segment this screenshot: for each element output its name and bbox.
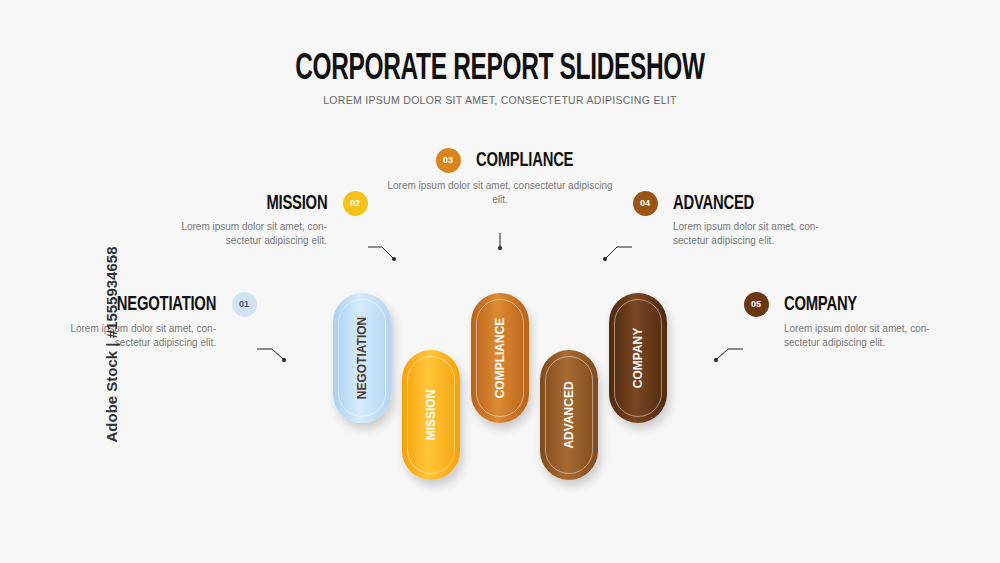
callout-heading: MISSION [266, 191, 327, 214]
leader-line [606, 247, 632, 258]
callout-body: Lorem ipsum dolor sit amet, con- sectetu… [157, 220, 327, 248]
leader-line [368, 247, 393, 258]
callout-number-text: 02 [350, 198, 360, 208]
leader-line [257, 349, 283, 359]
slide-title: CORPORATE REPORT SLIDESHOW [160, 46, 840, 88]
leader-dot [498, 246, 502, 250]
callout-body: Lorem ipsum dolor sit amet, con- sectetu… [784, 322, 954, 350]
callout-heading: NEGOTIATION [117, 292, 216, 315]
leader-dot [392, 257, 396, 261]
callout-number: 05 [744, 292, 769, 317]
callout-heading: COMPLIANCE [476, 148, 573, 171]
capsule-label: NEGOTIATION [355, 317, 369, 399]
watermark: Adobe Stock | #1555934658 [103, 247, 120, 443]
leader-line [717, 349, 743, 359]
callout-number: 02 [343, 191, 368, 216]
slide-subtitle: LOREM IPSUM DOLOR SIT AMET, CONSECTETUR … [0, 94, 1000, 106]
callout-number-text: 04 [640, 198, 650, 208]
callout-body: Lorem ipsum dolor sit amet, con- sectetu… [46, 322, 216, 350]
leader-dot [714, 358, 718, 362]
capsule: MISSION [402, 350, 460, 480]
leader-dot [282, 358, 286, 362]
callout-heading: COMPANY [784, 292, 857, 315]
capsule: NEGOTIATION [333, 293, 391, 423]
capsule-label: COMPANY [631, 328, 645, 388]
callout-number-text: 05 [751, 299, 761, 309]
capsule: COMPANY [609, 293, 667, 423]
callout-body: Lorem ipsum dolor sit amet, con- sectetu… [673, 220, 843, 248]
leader-dot [603, 257, 607, 261]
capsule: ADVANCED [540, 350, 598, 480]
callout-number: 03 [436, 148, 461, 173]
callout-number-text: 03 [443, 155, 453, 165]
capsule: COMPLIANCE [471, 293, 529, 423]
capsule-label: ADVANCED [562, 381, 576, 448]
capsule-label: MISSION [424, 390, 438, 441]
capsule-label: COMPLIANCE [493, 318, 507, 399]
callout-body: Lorem ipsum dolor sit amet, consectetur … [383, 179, 618, 207]
callout-number: 01 [232, 292, 257, 317]
callout-number: 04 [633, 191, 658, 216]
leader-line [500, 233, 501, 246]
callout-number-text: 01 [239, 299, 249, 309]
callout-heading: ADVANCED [673, 191, 754, 214]
